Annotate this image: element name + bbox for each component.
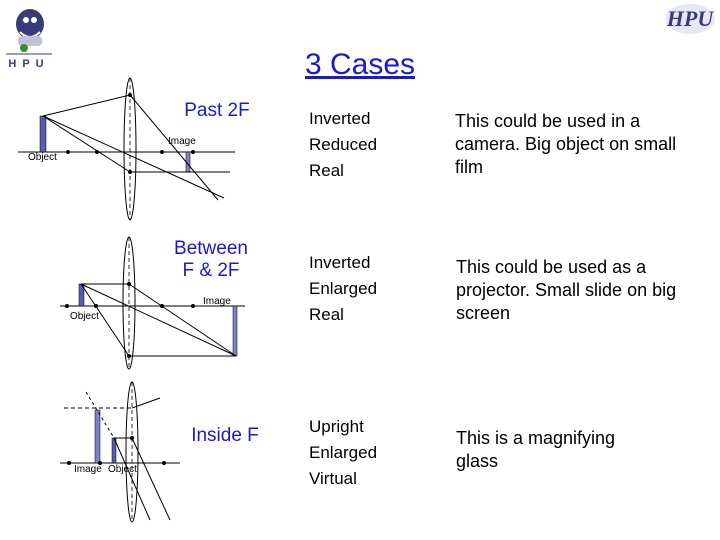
use-case-2: This could be used as a projector. Small… bbox=[456, 257, 677, 323]
slide-title: 3 Cases bbox=[304, 48, 416, 81]
case-label-inside-f: Inside F bbox=[191, 425, 259, 446]
hpu-script-logo-text: HPU bbox=[666, 6, 715, 31]
focal-point bbox=[67, 461, 71, 465]
case-2-diagram: Object Image bbox=[60, 236, 245, 370]
image-arrow bbox=[232, 305, 238, 357]
case-3-diagram: Image Object bbox=[60, 381, 180, 523]
focal-point bbox=[98, 461, 102, 465]
hpu-mascot-logo: HPU bbox=[6, 9, 52, 70]
hpu-logo-text: HPU bbox=[8, 58, 49, 70]
ray bbox=[129, 94, 219, 201]
focal-point bbox=[66, 150, 70, 154]
use-case-1: This could be used in a camera. Big obje… bbox=[455, 111, 677, 177]
ray bbox=[131, 437, 171, 521]
case-label-past-2f: Past 2F bbox=[184, 100, 250, 121]
focal-point bbox=[191, 304, 195, 308]
object-arrow bbox=[39, 115, 47, 153]
ray bbox=[128, 283, 237, 357]
image-label: Image bbox=[74, 464, 102, 475]
image-label: Image bbox=[203, 296, 231, 307]
case-label-between-f-2f: Between F & 2F bbox=[174, 238, 248, 281]
ray bbox=[131, 397, 161, 409]
virtual-ray bbox=[85, 391, 115, 439]
image-arrow bbox=[94, 409, 101, 464]
ray bbox=[42, 115, 131, 173]
focal-point bbox=[191, 150, 195, 154]
properties-case-3: Upright Enlarged Virtual bbox=[309, 417, 378, 488]
use-case-3: This is a magnifying glass bbox=[456, 428, 616, 471]
focal-point bbox=[65, 304, 69, 308]
ray bbox=[42, 115, 225, 199]
ray bbox=[42, 94, 131, 117]
properties-case-2: Inverted Enlarged Real bbox=[309, 253, 378, 324]
hpu-script-logo: HPU bbox=[665, 4, 715, 34]
case-1-diagram: Object Image bbox=[18, 77, 235, 221]
image-label: Image bbox=[168, 136, 196, 147]
focal-point bbox=[162, 461, 166, 465]
ray bbox=[80, 283, 237, 357]
focal-point bbox=[160, 150, 164, 154]
object-label: Object bbox=[28, 152, 57, 163]
object-label: Object bbox=[70, 311, 99, 322]
properties-case-1: Inverted Reduced Real bbox=[309, 109, 378, 180]
ray bbox=[113, 437, 151, 521]
ray bbox=[80, 283, 130, 357]
object-label: Object bbox=[108, 464, 137, 475]
